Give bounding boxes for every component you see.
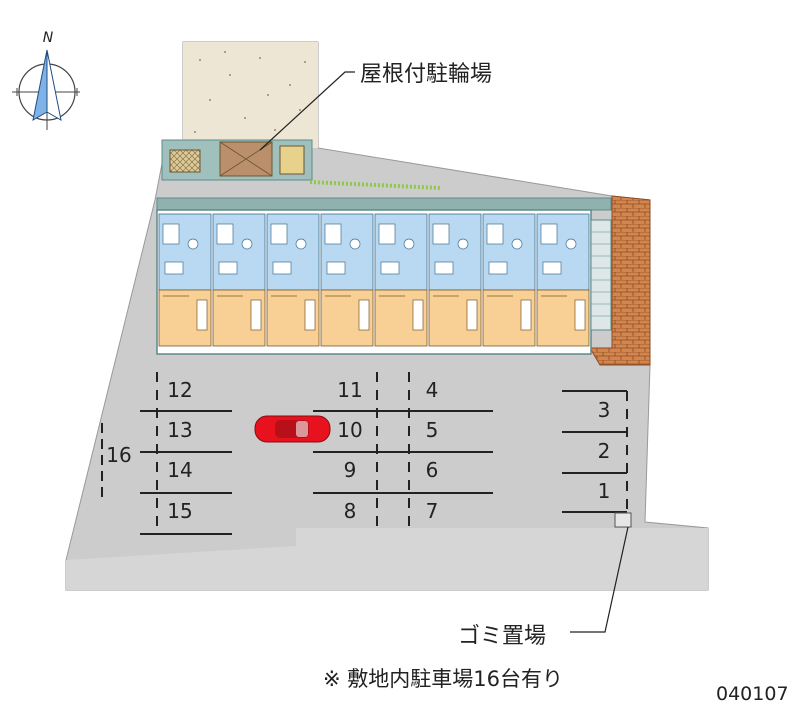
parking-space-number: 6 bbox=[426, 458, 439, 482]
parking-note: ※ 敷地内駐車場16台有り bbox=[323, 667, 563, 691]
apartment-units bbox=[158, 213, 590, 347]
parking-space-number: 13 bbox=[167, 418, 192, 442]
apartment-unit bbox=[428, 213, 482, 347]
hedge bbox=[309, 180, 441, 190]
apartment-unit bbox=[482, 213, 536, 347]
garbage-leader-line bbox=[570, 526, 629, 633]
parking-space-number: 7 bbox=[426, 499, 439, 523]
garbage-area-label: ゴミ置場 bbox=[458, 624, 546, 649]
map-code: 040107 bbox=[716, 683, 789, 705]
parking-space-number: 5 bbox=[426, 418, 439, 442]
brick-wall bbox=[589, 195, 651, 366]
stair-steps bbox=[591, 231, 611, 317]
apartment-corridor bbox=[156, 197, 612, 211]
parking-space-number: 16 bbox=[106, 443, 131, 467]
site-ground-bottom-strip bbox=[66, 528, 708, 590]
compass-icon bbox=[12, 49, 80, 130]
parking-space-number: 9 bbox=[344, 458, 357, 482]
bike-box-left bbox=[169, 149, 201, 173]
compass-north-letter: N bbox=[43, 30, 54, 46]
apartment-unit bbox=[266, 213, 320, 347]
apartment-unit bbox=[212, 213, 266, 347]
bike-leader-line bbox=[259, 71, 355, 151]
parking-space-number: 11 bbox=[337, 378, 362, 402]
parking-space-number: 12 bbox=[167, 378, 192, 402]
parking-space-number: 14 bbox=[167, 458, 192, 482]
apartment-unit bbox=[374, 213, 428, 347]
bike-box-right bbox=[279, 145, 305, 175]
covered-bicycle-parking-label: 屋根付駐輪場 bbox=[360, 62, 492, 87]
apartment-unit bbox=[536, 213, 590, 347]
parking-space-number: 15 bbox=[167, 499, 192, 523]
stairs bbox=[590, 219, 612, 331]
yard-speckles bbox=[194, 51, 306, 133]
parking-space-number: 2 bbox=[598, 439, 611, 463]
apartment-unit bbox=[320, 213, 374, 347]
car-icon bbox=[254, 415, 331, 443]
parking-space-number: 1 bbox=[598, 479, 611, 503]
parking-space-number: 10 bbox=[337, 418, 362, 442]
garbage-area-box bbox=[614, 512, 632, 528]
parking-space-number: 4 bbox=[426, 378, 439, 402]
parking-space-number: 3 bbox=[598, 398, 611, 422]
apartment-unit bbox=[158, 213, 212, 347]
parking-lines bbox=[101, 372, 628, 535]
parking-space-number: 8 bbox=[344, 499, 357, 523]
yard-area bbox=[183, 42, 318, 148]
